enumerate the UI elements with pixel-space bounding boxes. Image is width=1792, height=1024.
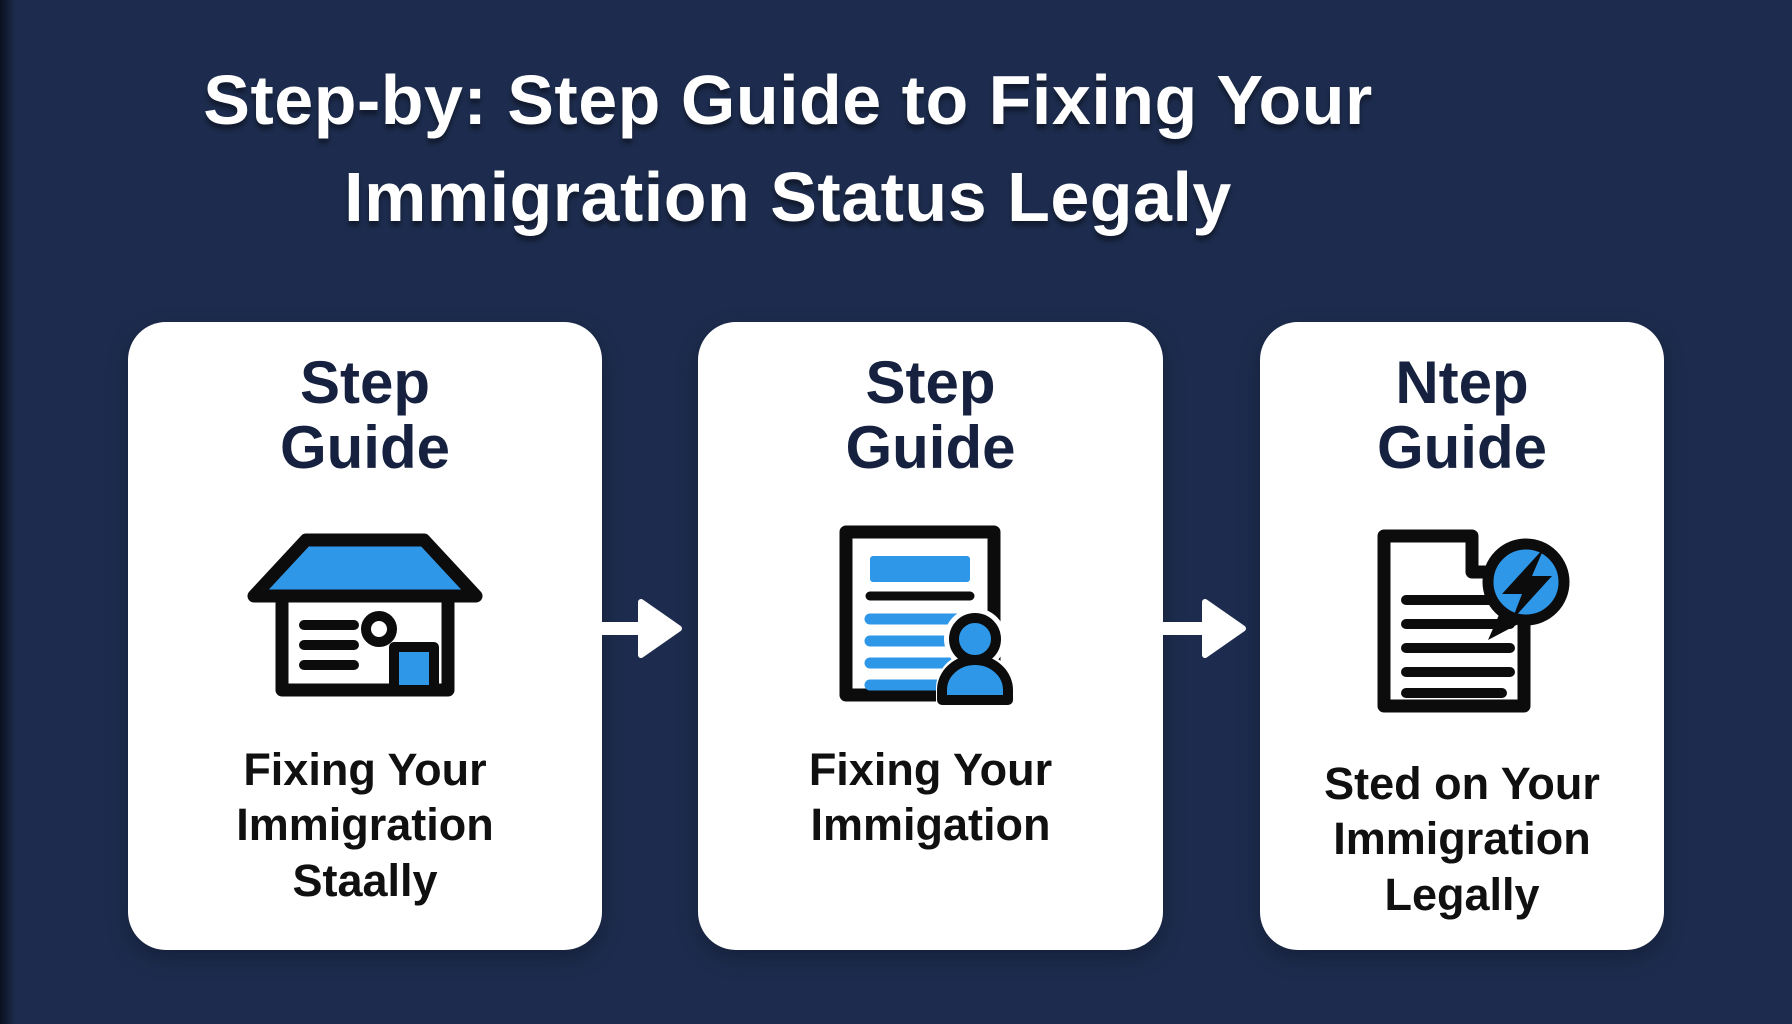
card-2-title-line-1: Step [865,349,996,416]
card-2-caption: Fixing Your Immigation [698,742,1163,853]
page-title-line-1: Step-by: Step Guide to Fixing Your [203,61,1373,139]
card-1-caption-line-3: Staally [292,854,438,906]
card-2-title: Step Guide [698,350,1163,481]
card-1-icon-area [128,528,602,703]
card-3-caption-line-1: Sted on Your [1324,758,1600,809]
right-arrow-icon [1163,599,1246,658]
document-lightning-icon [1377,529,1570,713]
card-3-title-line-1: Ntep [1395,349,1529,416]
card-1-caption-line-2: Immigration [236,799,494,851]
card-3-caption: Sted on Your Immigration Legally [1260,756,1664,922]
house-icon [247,533,483,697]
left-edge-shade [0,0,16,1024]
step-card-2: Step Guide Fixing Your Immigation [698,322,1163,950]
card-3-caption-line-2: Immigration [1333,813,1591,865]
card-3-caption-line-3: Legally [1384,868,1540,920]
right-arrow-icon [599,599,682,658]
step-card-3: Ntep Guide Sted on Your Immigration Lega… [1260,322,1664,950]
flow-arrow-2 [1163,596,1247,660]
step-card-1: Step Guide Fixing Your Immigration Staal… [128,322,602,950]
flow-arrow-1 [599,596,683,660]
card-1-caption-line-1: Fixing Your [243,744,487,795]
page-title: Step-by: Step Guide to Fixing Your Immig… [0,52,1576,245]
card-1-caption: Fixing Your Immigration Staally [128,742,602,908]
card-2-title-line-2: Guide [845,414,1016,482]
card-2-caption-line-2: Immigation [810,799,1051,851]
card-1-title-line-1: Step [299,349,431,416]
card-3-title-line-2: Guide [1376,414,1547,482]
card-3-icon-area [1260,522,1664,722]
card-1-title-line-2: Guide [279,414,450,482]
card-3-title: Ntep Guide [1260,350,1664,481]
card-2-icon-area [698,522,1163,707]
page-title-line-2: Immigration Status Legaly [344,157,1232,236]
document-person-icon [839,525,1014,705]
card-1-title: Step Guide [128,350,602,481]
card-2-caption-line-1: Fixing Your [808,744,1053,795]
